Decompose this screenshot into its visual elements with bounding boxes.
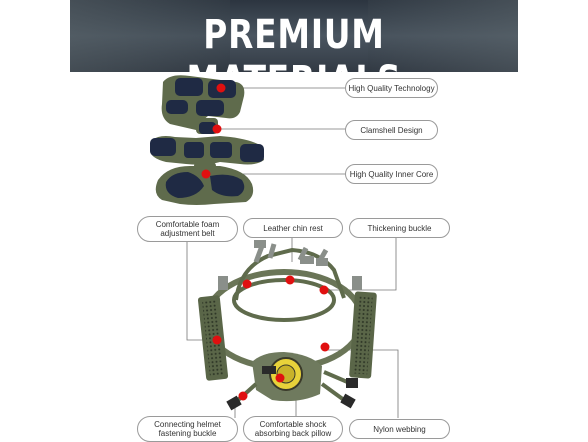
label-back-pillow: Comfortable shock absorbing back pillow: [243, 416, 343, 442]
label-leather-chin-rest: Leather chin rest: [243, 218, 343, 238]
label-thickening-buckle: Thickening buckle: [349, 218, 450, 238]
label-high-quality-technology: High Quality Technology: [345, 78, 438, 98]
banner-title: PREMIUM MATERIALS: [186, 12, 400, 72]
callout-dot-icon: [201, 83, 226, 179]
suspension-harness-icon: [197, 240, 377, 411]
label-nylon-webbing: Nylon webbing: [349, 419, 450, 439]
pad-icon: [150, 136, 264, 165]
pad-icon: [161, 75, 245, 134]
pad-icon: [155, 162, 254, 205]
label-high-quality-inner-core: High Quality Inner Core: [345, 164, 438, 184]
label-foam-adjustment-belt: Comfortable foam adjustment belt: [137, 216, 238, 242]
label-connecting-buckle: Connecting helmet fastening buckle: [137, 416, 238, 442]
callout-dot-icon: [212, 275, 330, 401]
banner-texture-left: [70, 0, 230, 72]
label-clamshell-design: Clamshell Design: [345, 120, 438, 140]
banner-texture-right: [368, 0, 518, 72]
banner: PREMIUM MATERIALS: [70, 0, 518, 72]
